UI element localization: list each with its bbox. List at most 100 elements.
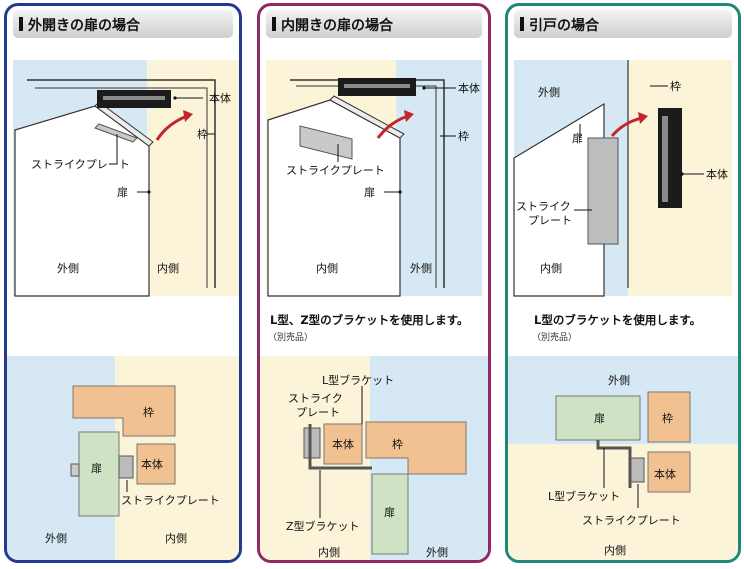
strike-plate	[94, 123, 138, 143]
panel-title: 内開きの扉の場合	[281, 18, 393, 34]
label-door: 扉	[572, 132, 583, 145]
background-area	[508, 444, 738, 560]
plan-label-strike2: プレート	[296, 406, 340, 419]
label-body: 本体	[458, 81, 480, 95]
plan-frame	[647, 391, 691, 443]
panel-title: 引戸の場合	[529, 18, 599, 34]
panel-title: 外開きの扉の場合	[28, 18, 140, 34]
leader-dot	[398, 190, 402, 194]
plan-frame	[72, 385, 176, 437]
label-inside: 内側	[540, 261, 562, 275]
plan-label-outside: 外側	[608, 374, 630, 387]
plan-handle	[70, 463, 80, 477]
plan-strike	[629, 457, 645, 483]
label-outside: 外側	[57, 262, 79, 275]
plan-label-zbracket: Z型ブラケット	[286, 519, 360, 533]
plan-label-inside: 内側	[318, 545, 340, 559]
plan-label-lbracket: L型ブラケット	[322, 373, 394, 387]
plan-body-box	[323, 423, 363, 465]
plan-strike	[118, 455, 134, 479]
plan-label-frame: 枠	[392, 437, 403, 451]
plan-label-body: 本体	[654, 467, 676, 481]
door-panel	[513, 102, 605, 297]
label-strike1: ストライク	[516, 200, 571, 213]
plan-body-box	[136, 443, 176, 485]
plan-door	[371, 473, 409, 555]
sold-separately: （別売品）	[532, 333, 578, 343]
strike-plate	[587, 137, 619, 245]
arrow-head-icon	[183, 110, 193, 122]
plan-label-strike: ストライクプレート	[582, 514, 681, 527]
illustration: 本体 枠 ストライクプレート 扉 内側 外側	[266, 60, 482, 297]
plan-label-inside: 内側	[165, 531, 187, 545]
magnet-lock-highlight	[344, 84, 410, 88]
panel-header: 引戸の場合	[514, 10, 732, 38]
illustration: 本体 枠 ストライクプレート 扉 外側 内側	[13, 60, 239, 297]
plan-door	[555, 395, 641, 441]
strike-bracket	[299, 125, 353, 160]
plan-label-body: 本体	[332, 437, 354, 451]
arrow-icon	[155, 114, 188, 141]
plan-l-bracket	[596, 440, 632, 488]
frame-outline	[27, 79, 216, 288]
plan-body-box	[647, 451, 691, 493]
magnet-lock-highlight	[662, 116, 668, 202]
plan-label-strike: ストライクプレート	[121, 494, 220, 507]
label-outside: 外側	[538, 86, 560, 99]
label-body: 本体	[706, 167, 728, 181]
plan-label-door: 扉	[384, 506, 395, 519]
plan-label-frame: 枠	[662, 411, 673, 425]
arrow-icon	[376, 114, 409, 139]
magnet-lock-highlight	[103, 96, 165, 100]
plan-diagram: L型ブラケット ストライク プレート 本体 枠 扉 Z型ブラケット 内側 外側	[260, 356, 488, 560]
door-panel	[267, 99, 401, 297]
leader-dot	[422, 86, 426, 90]
panel-header: 外開きの扉の場合	[13, 10, 233, 38]
label-door: 扉	[117, 186, 128, 199]
panel-outward-door: 外開きの扉の場合 本体 枠 ストライクプレート 扉 外側 内側	[4, 3, 242, 563]
label-inside: 内側	[157, 261, 179, 275]
plan-label-door: 扉	[91, 462, 102, 475]
plan-z-bracket	[308, 424, 372, 470]
label-strike: ストライクプレート	[286, 164, 385, 177]
label-body: 本体	[209, 91, 231, 105]
label-outside: 外側	[410, 262, 432, 275]
arrow-head-icon	[638, 112, 648, 124]
label-strike2: プレート	[528, 214, 572, 227]
plan-label-frame: 枠	[143, 405, 154, 419]
magnet-lock	[658, 108, 682, 208]
bracket-note: L型、Z型のブラケットを使用します。	[270, 313, 469, 327]
header-bullet	[19, 17, 23, 31]
plan-label-strike1: ストライク	[288, 392, 343, 405]
illustration: 外側 枠 扉 本体 ストライク プレート 内側	[513, 60, 732, 297]
label-inside: 内側	[316, 261, 338, 275]
door-panel	[14, 105, 150, 297]
arrow-icon	[610, 116, 643, 137]
label-frame: 枠	[458, 129, 469, 143]
plan-label-lbracket: L型ブラケット	[548, 489, 620, 503]
panel-inward-door: 内開きの扉の場合 本体 枠 ストライクプレート 扉 内側 外側 L型、Z型のブラ…	[257, 3, 491, 563]
bracket-note: L型のブラケットを使用します。	[534, 313, 702, 327]
label-frame: 枠	[670, 79, 681, 93]
plan-label-outside: 外側	[426, 546, 448, 559]
plan-label-door: 扉	[594, 412, 605, 425]
plan-strike	[303, 427, 321, 459]
arrow-head-icon	[404, 110, 414, 122]
plan-label-outside: 外側	[45, 532, 67, 545]
plan-diagram: 枠 扉 本体 ストライクプレート 外側 内側	[7, 356, 239, 560]
panel-header: 内開きの扉の場合	[266, 10, 482, 38]
plan-label-inside: 内側	[604, 543, 626, 557]
leader-dot	[173, 96, 177, 100]
plan-diagram: 外側 扉 枠 本体 L型ブラケット ストライクプレート 内側	[508, 356, 738, 560]
label-frame: 枠	[197, 127, 208, 141]
label-strike: ストライクプレート	[31, 158, 130, 171]
label-door: 扉	[364, 186, 375, 199]
leader-dot	[147, 190, 151, 194]
sold-separately: （別売品）	[268, 333, 314, 343]
plan-label-body: 本体	[141, 457, 163, 471]
panel-sliding-door: 引戸の場合 外側 枠 扉 本体 ストライク プレート 内側 L型のブラケットを使…	[505, 3, 741, 563]
frame-inner-line	[35, 87, 208, 288]
header-bullet	[272, 17, 276, 31]
header-bullet	[520, 17, 524, 31]
leader-dot	[680, 172, 684, 176]
